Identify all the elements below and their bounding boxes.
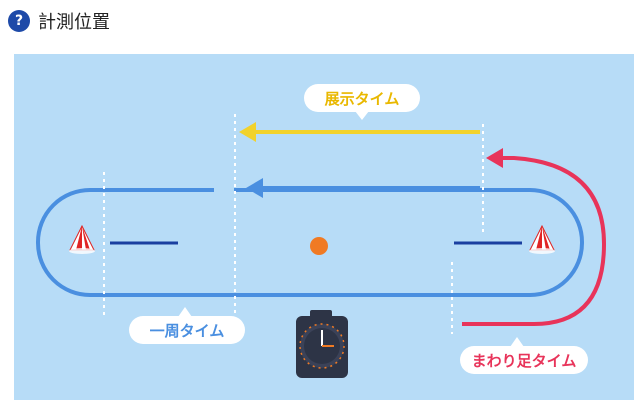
turn-time-text: まわり足タイム (472, 352, 577, 370)
exhibition-arrow-head (239, 122, 256, 142)
question-circle-icon[interactable]: ? (8, 10, 30, 32)
exhibition-time-text: 展示タイム (325, 90, 400, 108)
lap-arrow-head (246, 178, 263, 198)
turn-arrow-path (462, 156, 607, 326)
turn-time-label: まわり足タイム (460, 337, 588, 374)
turn-mark-icon-right (529, 224, 555, 254)
center-dot (310, 237, 328, 255)
track-gap (214, 186, 234, 196)
lap-time-label: 一周タイム (129, 307, 245, 344)
lap-time-text: 一周タイム (150, 322, 225, 340)
stopwatch-icon (296, 310, 348, 378)
page-title: 計測位置 (38, 12, 110, 33)
turn-arrow-head (486, 148, 503, 168)
section-header: ? 計測位置 (8, 8, 110, 34)
measurement-diagram-panel: 展示タイム 一周タイム まわり足タイム (14, 54, 634, 400)
exhibition-time-label: 展示タイム (304, 84, 420, 120)
measurement-diagram: 展示タイム 一周タイム まわり足タイム (36, 84, 607, 378)
turn-mark-icon-left (69, 224, 95, 254)
